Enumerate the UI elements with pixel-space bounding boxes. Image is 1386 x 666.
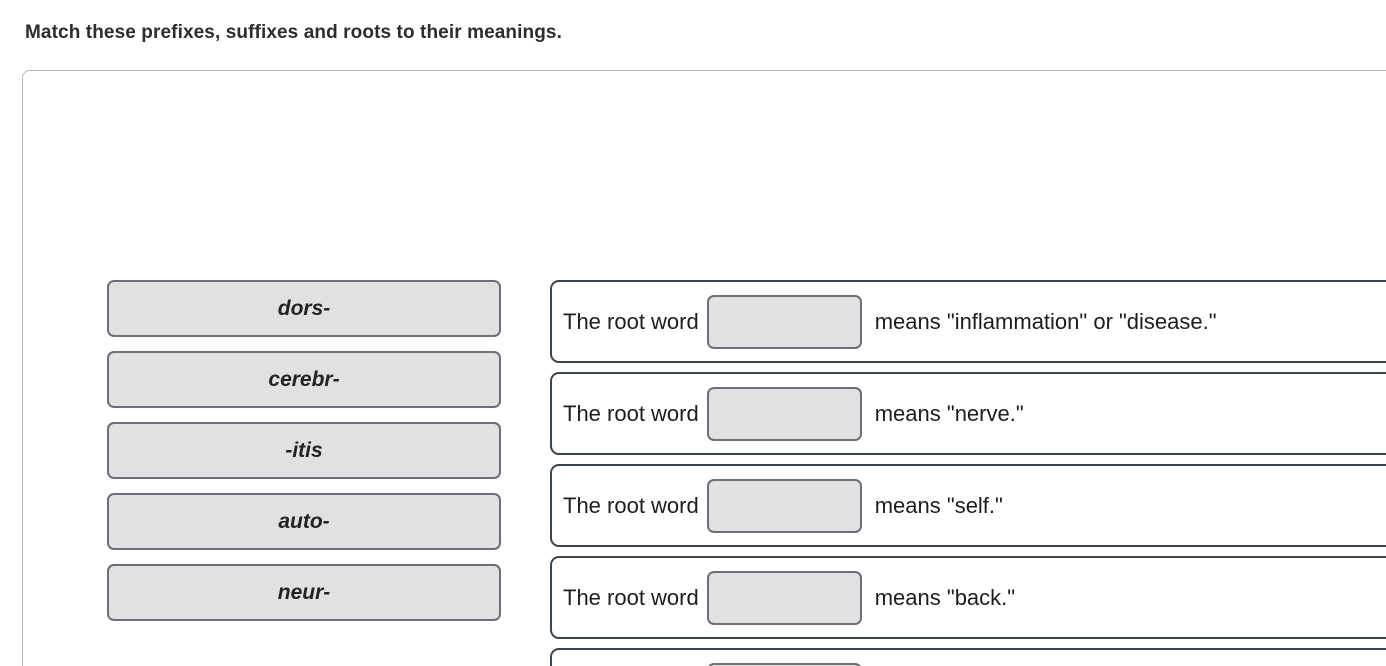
drop-slot[interactable] [706,478,862,533]
word-tile[interactable]: -itis [107,422,501,479]
sentence-row[interactable]: The root word means "back." [550,556,1386,639]
sentence-lead-text: The root word [563,400,699,426]
word-tile[interactable]: dors- [107,280,501,337]
sentence-row[interactable]: The root word means "brain." [550,648,1386,666]
word-tile-label: auto- [278,509,330,533]
drop-slot[interactable] [706,662,862,666]
sentence-list: The root word means "inflammation" or "d… [550,280,1386,666]
drop-slot[interactable] [706,294,862,349]
sentence-lead-text: The root word [563,308,699,334]
sentence-row[interactable]: The root word means "nerve." [550,372,1386,455]
sentence-row[interactable]: The root word means "inflammation" or "d… [550,280,1386,363]
word-tile-label: cerebr- [268,367,340,391]
page-title: Match these prefixes, suffixes and roots… [25,22,562,43]
drop-slot[interactable] [706,570,862,625]
word-tile[interactable]: auto- [107,493,501,550]
sentence-lead-text: The root word [563,584,699,610]
sentence-trail-text: means "inflammation" or "disease." [874,308,1217,334]
word-tile-label: -itis [285,438,323,462]
sentence-row[interactable]: The root word means "self." [550,464,1386,547]
sentence-trail-text: means "nerve." [874,400,1024,426]
activity-panel: dors- cerebr- -itis auto- neur- The root… [22,70,1386,666]
drop-slot[interactable] [706,386,862,441]
word-tile[interactable]: cerebr- [107,351,501,408]
sentence-trail-text: means "self." [874,492,1003,518]
sentence-trail-text: means "back." [874,584,1016,610]
sentence-lead-text: The root word [563,492,699,518]
word-tile-bank: dors- cerebr- -itis auto- neur- [107,280,501,621]
word-tile-label: neur- [277,580,331,604]
word-tile[interactable]: neur- [107,564,501,621]
word-tile-label: dors- [277,296,331,320]
